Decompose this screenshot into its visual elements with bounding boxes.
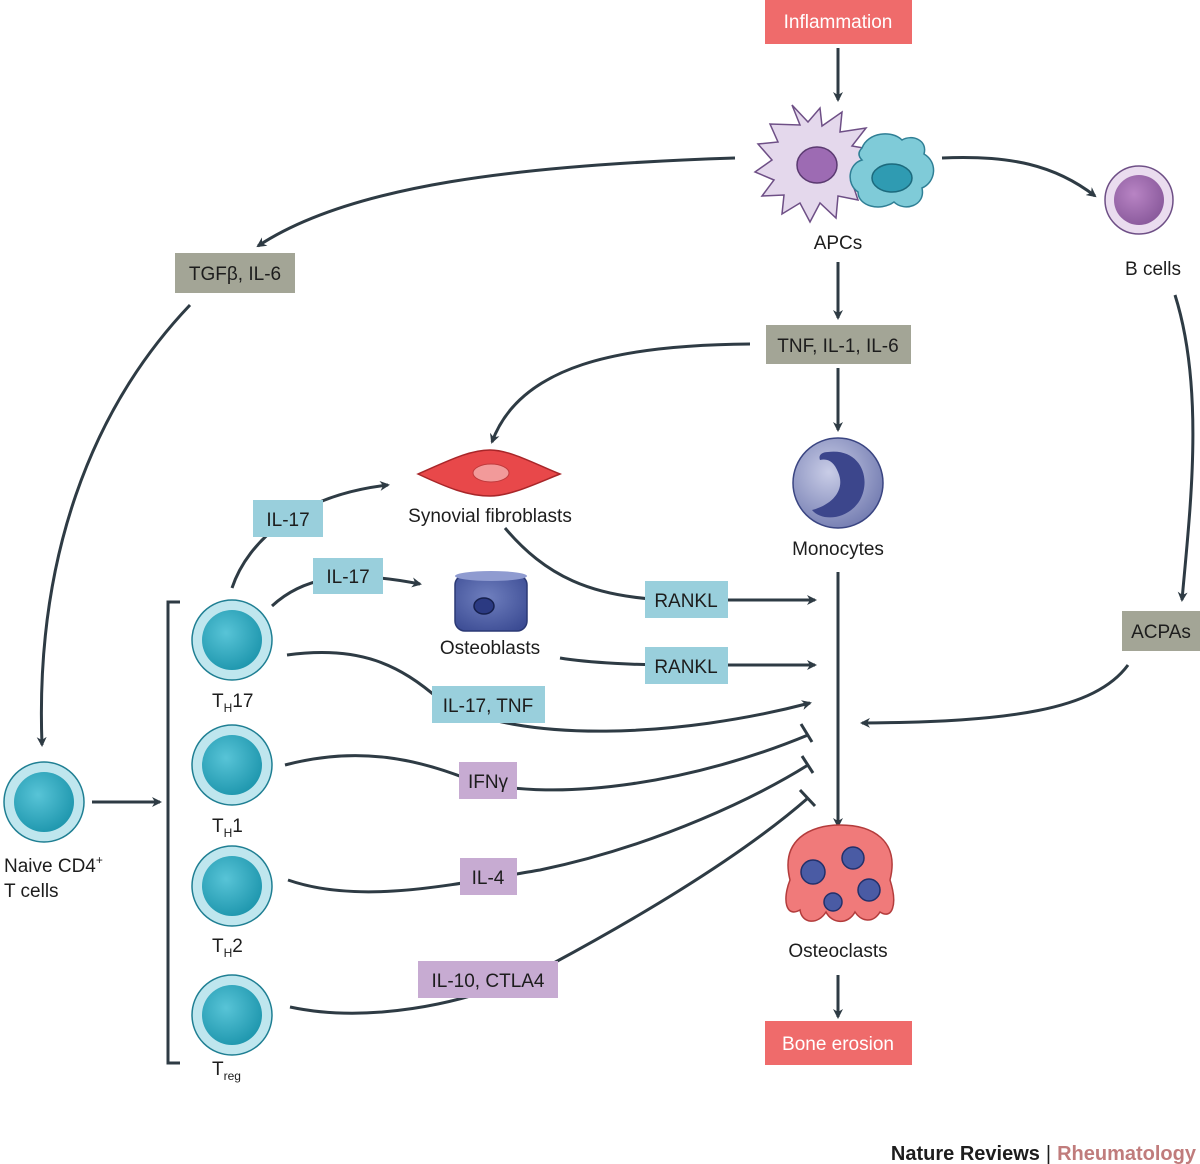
th17-label: TH17 (212, 691, 253, 715)
acpas-label: ACPAs (1131, 622, 1191, 643)
bone-erosion-label: Bone erosion (782, 1034, 894, 1055)
apcs-label: APCs (814, 233, 863, 254)
inflammation-label: Inflammation (784, 12, 893, 33)
inflammation-box: Inflammation (765, 0, 912, 44)
arrow-tnf-to-fibroblasts (490, 342, 751, 444)
inhibit-bar-th1 (799, 723, 814, 743)
inhibit-th2 (287, 763, 809, 894)
th17-cell (191, 599, 273, 681)
dendritic-nucleus (796, 146, 838, 184)
tcell-bracket (166, 600, 180, 1065)
il17-label-b: IL-17 (326, 567, 369, 588)
ifng-box: IFNγ (459, 762, 517, 799)
synovial-fibroblast-cell (416, 449, 563, 497)
acpas-box: ACPAs (1122, 611, 1200, 651)
tnf-il1-il6-label: TNF, IL-1, IL-6 (777, 336, 898, 357)
naive-cd4-tcell (3, 761, 85, 843)
treg-label: Treg (212, 1059, 241, 1083)
il17-tnf-label: IL-17, TNF (443, 696, 533, 717)
il17-label-a: IL-17 (266, 510, 309, 531)
inhibit-bar-treg (798, 788, 817, 808)
rankl-label-b: RANKL (654, 657, 717, 678)
naive-cd4-label-line2: T cells (4, 881, 59, 902)
il17-tnf-box: IL-17, TNF (432, 686, 545, 723)
tgfb-il6-box: TGFβ, IL-6 (175, 253, 295, 293)
inhibit-th1 (284, 733, 809, 792)
il4-label: IL-4 (472, 868, 505, 889)
synovial-fibroblasts-label: Synovial fibroblasts (408, 506, 572, 527)
th1-cell (191, 724, 273, 806)
naive-cd4-label-line1: Naive CD4+ (4, 853, 103, 877)
il17-box-fibroblast: IL-17 (253, 500, 323, 537)
osteoblasts-label: Osteoblasts (440, 638, 540, 659)
treg-cell (191, 974, 273, 1056)
osteoclasts-label: Osteoclasts (788, 941, 887, 962)
rankl-box-fibroblast: RANKL (645, 581, 728, 618)
osteoblast-cell (454, 571, 528, 632)
tnf-il1-il6-box: TNF, IL-1, IL-6 (766, 325, 911, 364)
inhibit-bar-th2 (800, 755, 815, 774)
il10-ctla4-box: IL-10, CTLA4 (418, 961, 558, 998)
journal-credit: Nature Reviews|Rheumatology (891, 1143, 1197, 1164)
osteoclast-cell (785, 824, 895, 923)
apcs-cells (753, 104, 935, 224)
b-cells-label: B cells (1125, 259, 1181, 280)
il17-box-osteoblast: IL-17 (313, 558, 383, 594)
rankl-box-osteoblast: RANKL (645, 647, 728, 684)
arrow-apcs-to-bcells (941, 156, 1097, 198)
b-cell (1104, 165, 1174, 235)
monocytes-label: Monocytes (792, 539, 884, 560)
arrow-apcs-to-tgfb (256, 156, 736, 248)
th2-cell (191, 845, 273, 927)
il4-box: IL-4 (460, 858, 517, 895)
bone-erosion-box: Bone erosion (765, 1021, 912, 1065)
th1-label: TH1 (212, 816, 243, 840)
arrow-bcells-to-acpas (1173, 294, 1195, 602)
il10-ctla4-label: IL-10, CTLA4 (432, 971, 545, 992)
ifng-label: IFNγ (468, 772, 509, 793)
arrow-acpas-to-osteoclasts (860, 664, 1130, 728)
rankl-label-a: RANKL (654, 591, 717, 612)
tgfb-il6-label: TGFβ, IL-6 (189, 264, 281, 285)
th2-label: TH2 (212, 936, 243, 960)
arrow-tgfb-to-naive (36, 303, 192, 747)
monocyte-cell (792, 437, 884, 529)
macrophage-nucleus (871, 163, 913, 193)
